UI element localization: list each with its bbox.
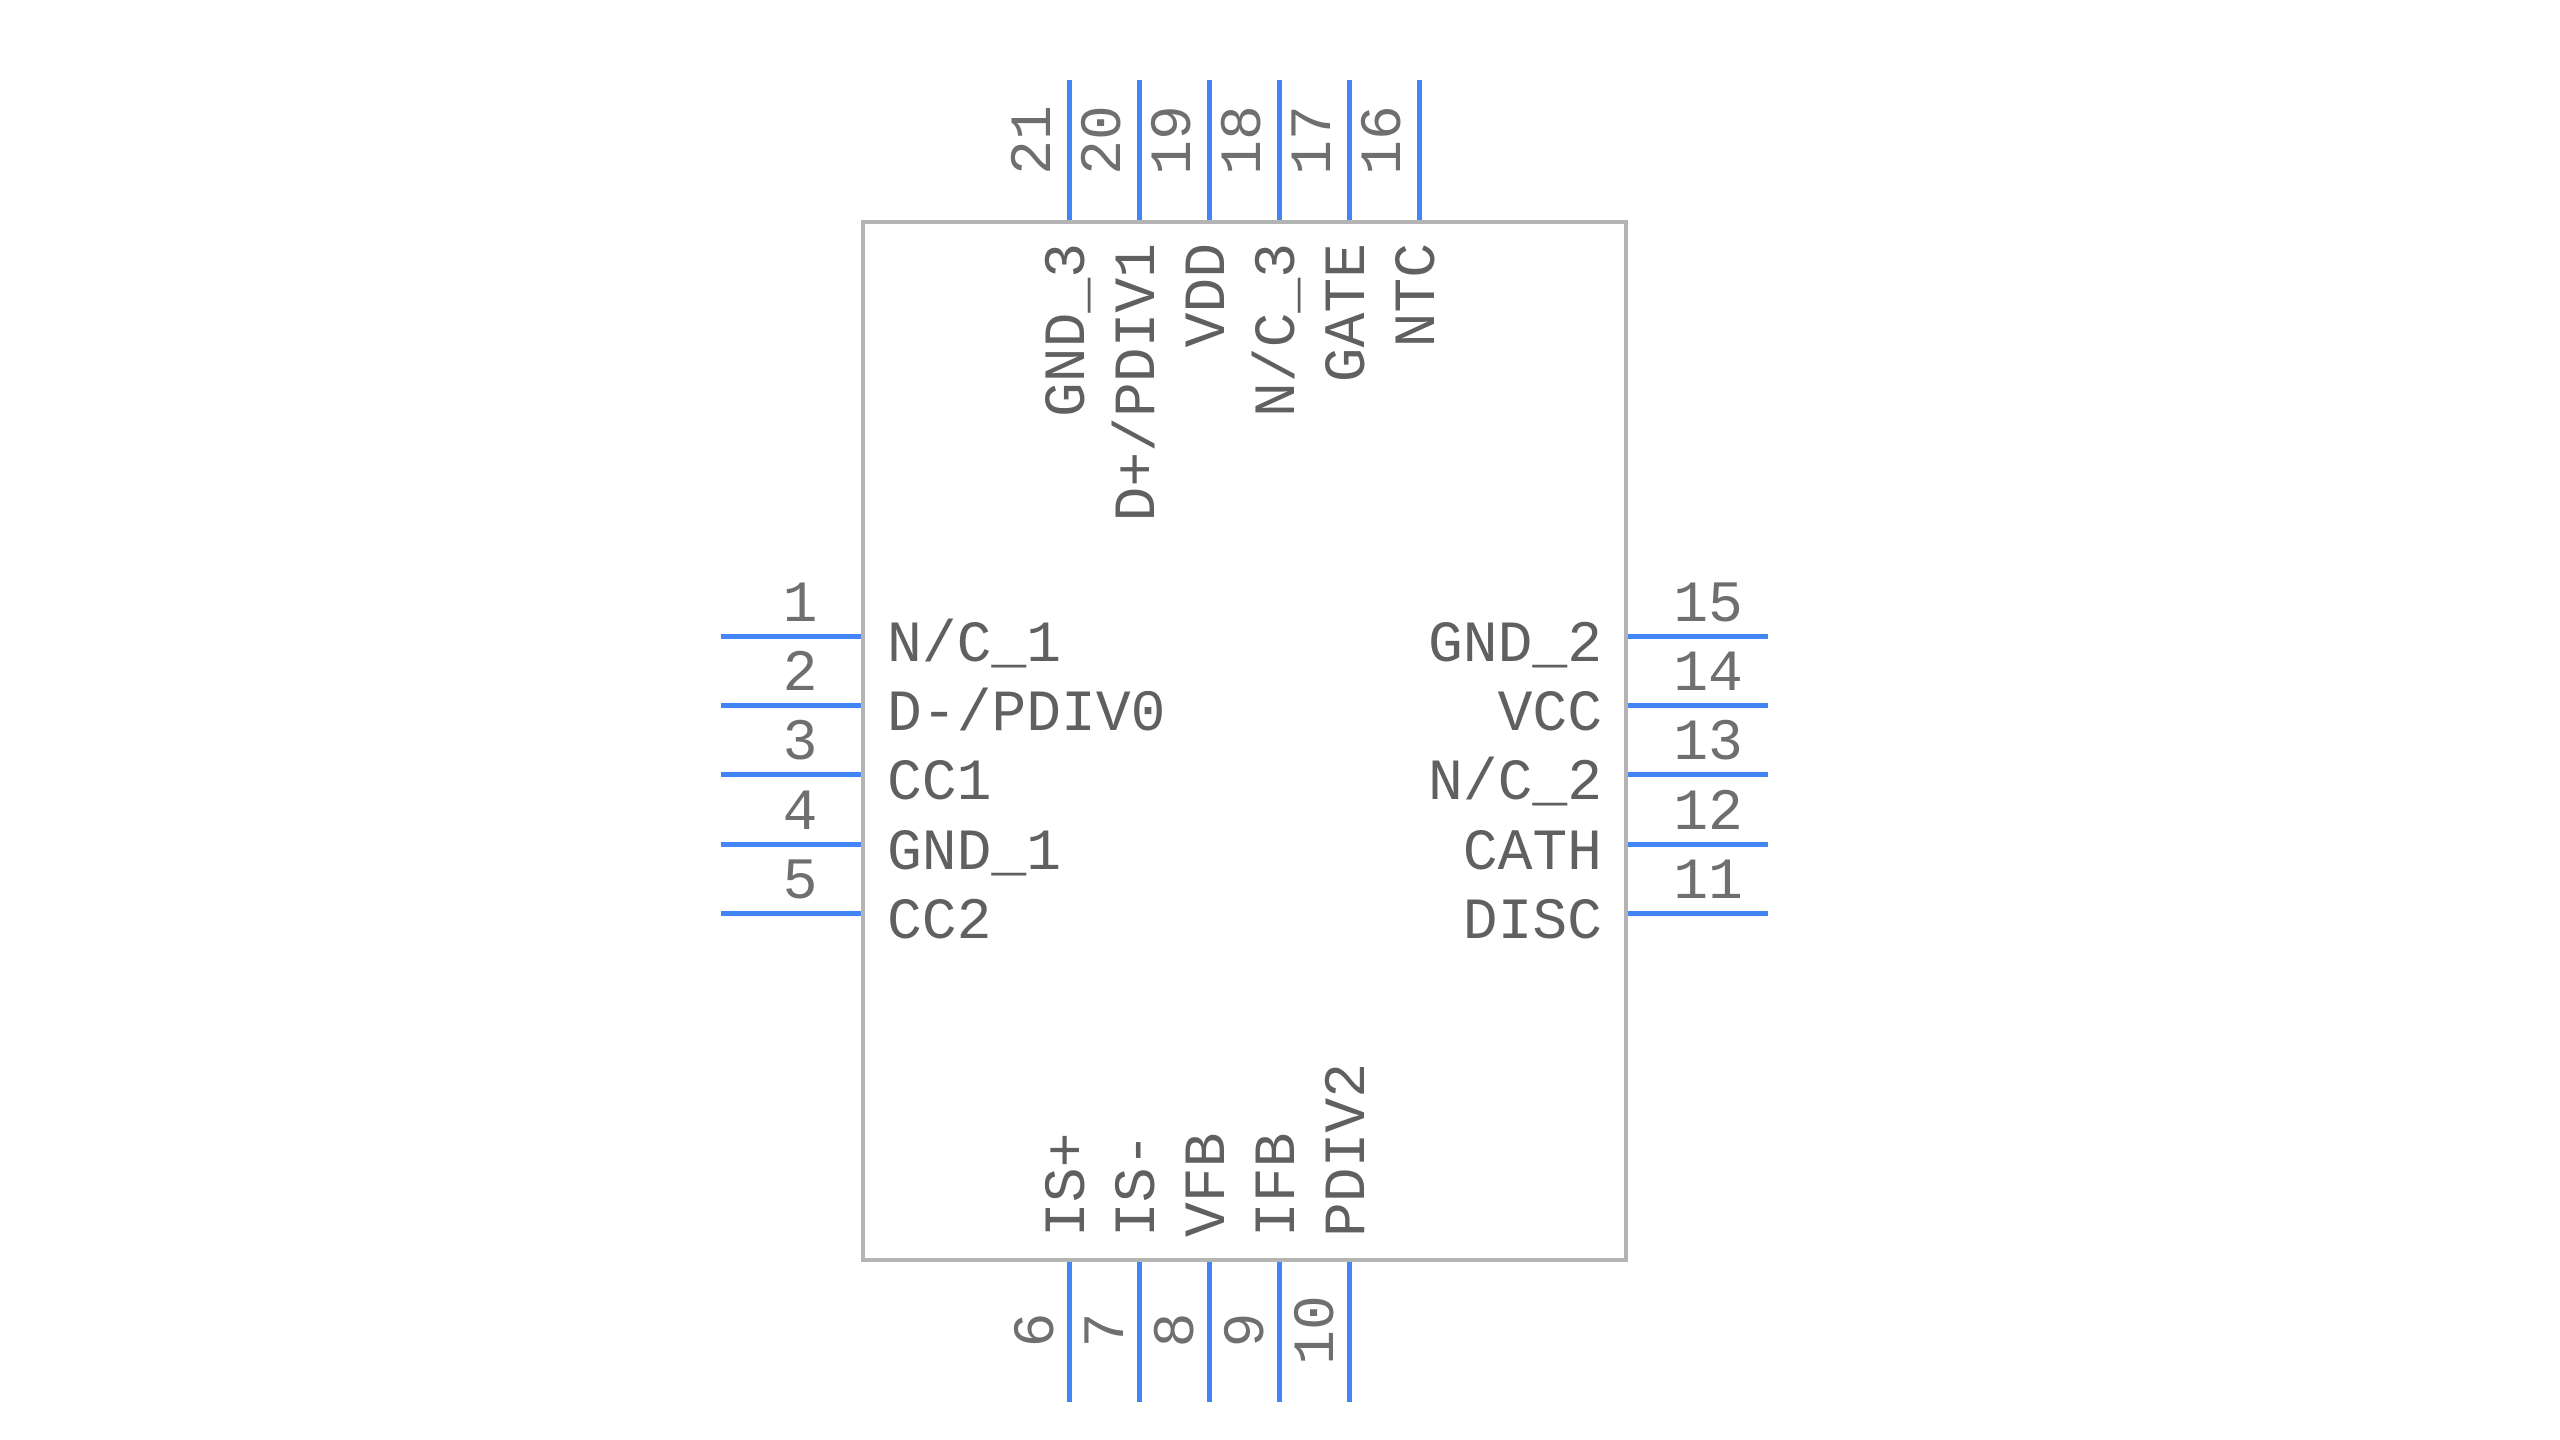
pin-number-12: 12 bbox=[1673, 782, 1743, 847]
pin-name-18: N/C_3 bbox=[1247, 243, 1312, 418]
pin-line-11 bbox=[1628, 911, 1768, 916]
pin-number-2: 2 bbox=[782, 643, 818, 708]
pin-number-4: 4 bbox=[782, 782, 818, 847]
pin-number-17: 17 bbox=[1283, 105, 1348, 175]
pin-name-20: D+/PDIV1 bbox=[1107, 243, 1172, 522]
pin-line-13 bbox=[1628, 772, 1768, 777]
pin-line-17 bbox=[1347, 80, 1352, 220]
pin-line-1 bbox=[721, 634, 861, 639]
pin-name-10: PDIV2 bbox=[1317, 1062, 1382, 1237]
pin-line-8 bbox=[1207, 1262, 1212, 1402]
pin-number-20: 20 bbox=[1073, 105, 1138, 175]
pin-number-15: 15 bbox=[1673, 574, 1743, 639]
pin-name-4: GND_1 bbox=[887, 822, 1062, 887]
pin-name-3: CC1 bbox=[887, 752, 992, 817]
pin-number-16: 16 bbox=[1353, 105, 1418, 175]
pin-number-9: 9 bbox=[1216, 1312, 1281, 1348]
pin-number-19: 19 bbox=[1143, 105, 1208, 175]
pin-name-6: IS+ bbox=[1037, 1132, 1102, 1237]
pin-line-12 bbox=[1628, 842, 1768, 847]
pin-name-12: CATH bbox=[1462, 822, 1602, 887]
pin-line-2 bbox=[721, 703, 861, 708]
pin-line-9 bbox=[1277, 1262, 1282, 1402]
pin-number-11: 11 bbox=[1673, 851, 1743, 916]
pin-line-21 bbox=[1067, 80, 1072, 220]
pin-line-16 bbox=[1417, 80, 1422, 220]
pin-line-3 bbox=[721, 772, 861, 777]
pin-number-6: 6 bbox=[1006, 1312, 1071, 1348]
pin-number-10: 10 bbox=[1286, 1295, 1351, 1365]
pin-line-15 bbox=[1628, 634, 1768, 639]
pin-number-8: 8 bbox=[1146, 1312, 1211, 1348]
pin-line-14 bbox=[1628, 703, 1768, 708]
pin-name-16: NTC bbox=[1387, 243, 1452, 348]
pin-name-21: GND_3 bbox=[1037, 243, 1102, 418]
pin-name-17: GATE bbox=[1317, 243, 1382, 383]
pin-name-11: DISC bbox=[1462, 891, 1602, 956]
symbol-body-outline bbox=[861, 220, 1628, 1262]
pin-line-4 bbox=[721, 842, 861, 847]
pin-line-18 bbox=[1277, 80, 1282, 220]
pin-name-14: VCC bbox=[1497, 683, 1602, 748]
pin-line-10 bbox=[1347, 1262, 1352, 1402]
pin-line-20 bbox=[1137, 80, 1142, 220]
pin-number-5: 5 bbox=[782, 851, 818, 916]
pin-name-15: GND_2 bbox=[1427, 614, 1602, 679]
pin-line-19 bbox=[1207, 80, 1212, 220]
pin-name-8: VFB bbox=[1177, 1132, 1242, 1237]
pin-name-13: N/C_2 bbox=[1427, 752, 1602, 817]
pin-name-7: IS- bbox=[1107, 1132, 1172, 1237]
pin-number-14: 14 bbox=[1673, 643, 1743, 708]
pin-name-19: VDD bbox=[1177, 243, 1242, 348]
pin-name-5: CC2 bbox=[887, 891, 992, 956]
pin-name-9: IFB bbox=[1247, 1132, 1312, 1237]
pin-number-7: 7 bbox=[1076, 1312, 1141, 1348]
pin-line-6 bbox=[1067, 1262, 1072, 1402]
pin-number-3: 3 bbox=[782, 712, 818, 777]
pin-number-21: 21 bbox=[1003, 105, 1068, 175]
pin-line-7 bbox=[1137, 1262, 1142, 1402]
pin-number-18: 18 bbox=[1213, 105, 1278, 175]
pin-name-2: D-/PDIV0 bbox=[887, 683, 1166, 748]
pin-number-13: 13 bbox=[1673, 712, 1743, 777]
pin-line-5 bbox=[721, 911, 861, 916]
pin-name-1: N/C_1 bbox=[887, 614, 1062, 679]
pin-number-1: 1 bbox=[782, 574, 818, 639]
